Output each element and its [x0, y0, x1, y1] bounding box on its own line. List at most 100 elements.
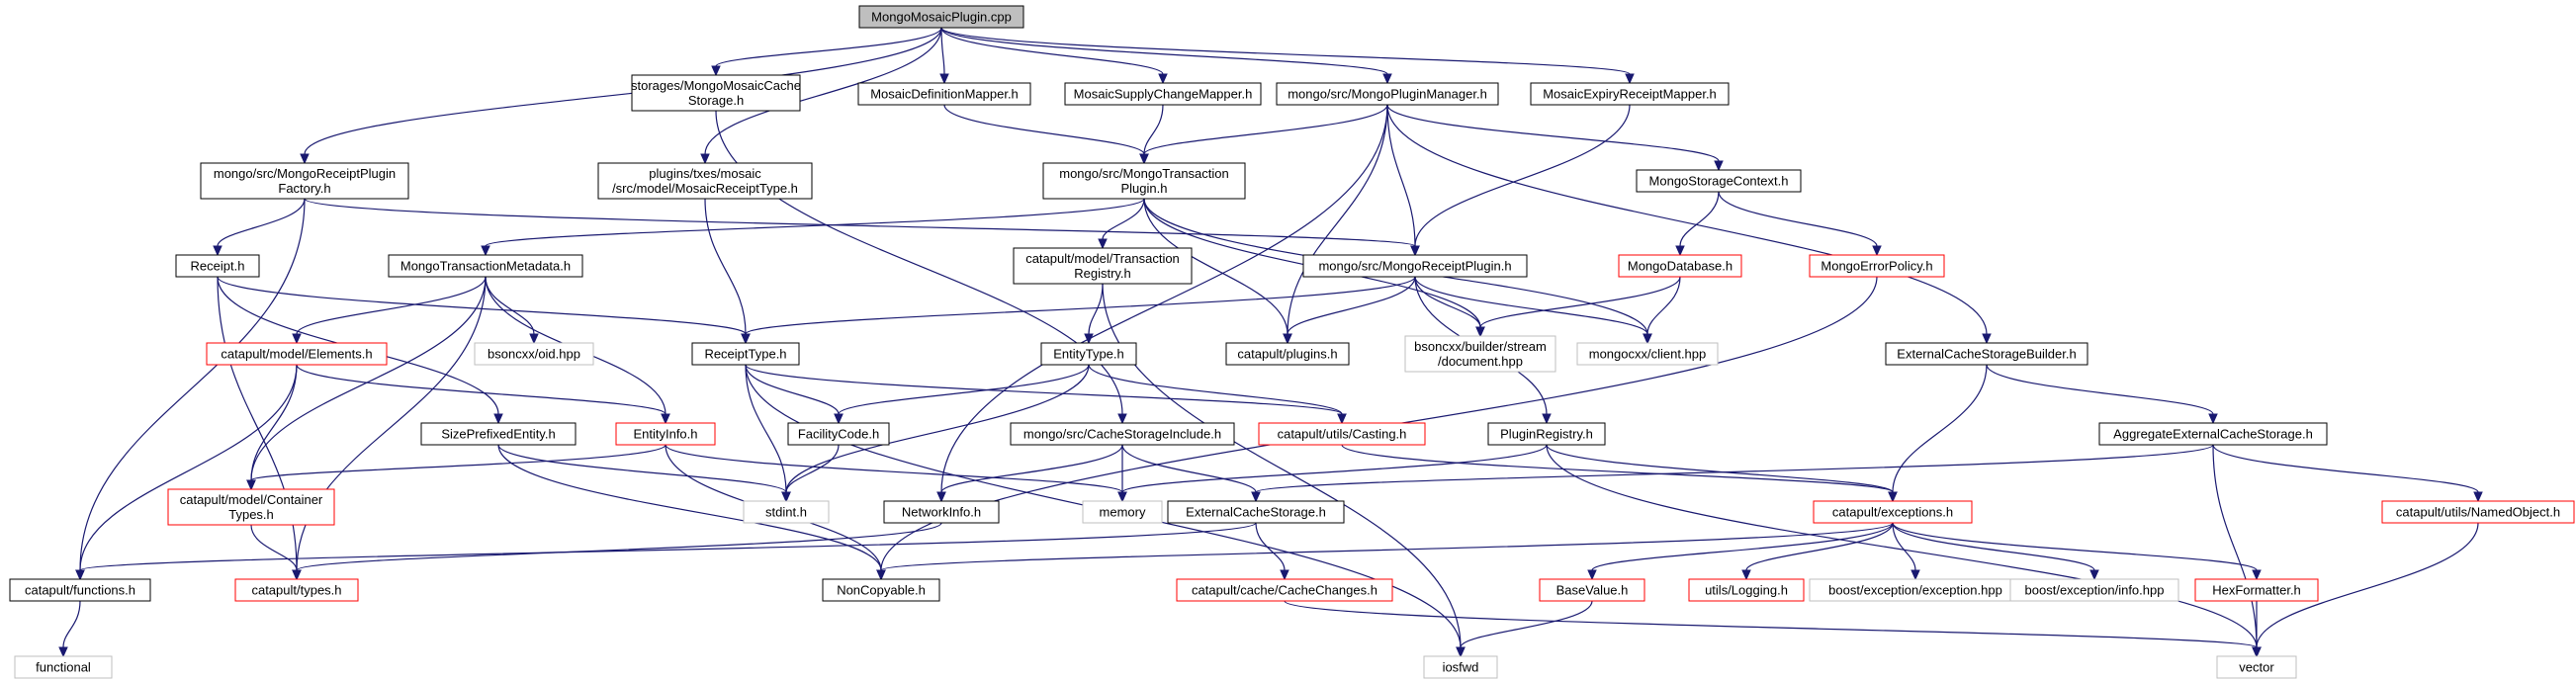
edge-functions-to-functional [62, 600, 81, 648]
edge-receipt_plugin-to-mongo_client [1414, 276, 1648, 335]
node-label: mongocxx/client.hpp [1589, 347, 1707, 362]
edge-receipt_plugin_factory-to-receipt_plugin [304, 198, 1416, 247]
edge-exceptions-to-hex_formatter [1892, 522, 2258, 571]
node-label: catapult/functions.h [25, 583, 135, 598]
node-box [1064, 82, 1262, 106]
node-box [1040, 342, 1137, 366]
node-label: mongo/src/MongoReceiptPlugin.h [1318, 259, 1511, 274]
node-ext-builder[interactable]: ExternalCacheStorageBuilder.h [1885, 342, 2088, 366]
node-box [1225, 342, 1350, 366]
node-size-prefixed[interactable]: SizePrefixedEntity.h [420, 422, 577, 446]
node-logging[interactable]: utils/Logging.h [1688, 578, 1805, 602]
edge-arrowhead [1139, 153, 1149, 165]
node-label: catapult/exceptions.h [1832, 505, 1953, 520]
edge-plugin_manager-to-receipt_plugin [1386, 104, 1416, 247]
edge-receipt_plugin-to-bson_doc [1414, 276, 1481, 328]
node-functions[interactable]: catapult/functions.h [9, 578, 151, 602]
node-ext-cache-storage[interactable]: ExternalCacheStorage.h [1167, 500, 1345, 524]
edge-elements-to-container_types [250, 364, 298, 481]
node-expiry-mapper[interactable]: MosaicExpiryReceiptMapper.h [1530, 82, 1730, 106]
node-label: catapult/model/Elements.h [221, 347, 372, 362]
edge-elements-to-entity_info [296, 364, 666, 415]
node-mosaic-receipt-type[interactable]: plugins/txes/mosaic/src/model/MosaicRece… [597, 162, 813, 200]
edge-arrowhead [1158, 73, 1168, 85]
edge-agg_ext_storage-to-named_object [2212, 444, 2479, 493]
edge-tx_metadata-to-elements [296, 276, 487, 335]
node-mongo-database[interactable]: MongoDatabase.h [1618, 254, 1742, 278]
node-label: boost/exception/info.hpp [2025, 583, 2165, 598]
edge-plugin_manager-to-plugins_h [1287, 104, 1388, 335]
node-label: catapult/utils/NamedObject.h [2396, 505, 2560, 520]
node-label: stdint.h [765, 505, 807, 520]
node-entity-info[interactable]: EntityInfo.h [615, 422, 716, 446]
edge-arrowhead [2473, 491, 2483, 503]
node-receipt-type[interactable]: ReceiptType.h [691, 342, 800, 366]
node-label: ExternalCacheStorage.h [1186, 505, 1326, 520]
edge-arrowhead [939, 73, 949, 85]
node-cache-storage-include[interactable]: mongo/src/CacheStorageInclude.h [1010, 422, 1235, 446]
edge-root-to-cache_storage [715, 27, 942, 67]
node-casting[interactable]: catapult/utils/Casting.h [1258, 422, 1426, 446]
node-memory: memory [1082, 500, 1163, 524]
node-hex-formatter[interactable]: HexFormatter.h [2194, 578, 2319, 602]
node-box [1539, 578, 1645, 602]
node-exceptions[interactable]: catapult/exceptions.h [1813, 500, 1973, 524]
node-named-object[interactable]: catapult/utils/NamedObject.h [2381, 500, 2575, 524]
node-def-mapper[interactable]: MosaicDefinitionMapper.h [857, 82, 1031, 106]
node-label: Types.h [228, 507, 274, 522]
edge-root-to-def_mapper [940, 27, 945, 75]
node-tx-metadata[interactable]: MongoTransactionMetadata.h [388, 254, 583, 278]
node-label: storages/MongoMosaicCache [631, 78, 801, 93]
node-facility-code[interactable]: FacilityCode.h [787, 422, 890, 446]
node-plugins-h[interactable]: catapult/plugins.h [1225, 342, 1350, 366]
node-box [2098, 422, 2328, 446]
node-network-info[interactable]: NetworkInfo.h [883, 500, 1000, 524]
node-types[interactable]: catapult/types.h [234, 578, 359, 602]
node-label: bsoncxx/oid.hpp [488, 347, 580, 362]
node-box [597, 162, 813, 200]
edge-arrowhead [936, 491, 946, 503]
edge-casting-to-exceptions [1341, 444, 1894, 493]
node-box [2194, 578, 2319, 602]
node-box [9, 578, 151, 602]
node-supply-mapper[interactable]: MosaicSupplyChangeMapper.h [1064, 82, 1262, 106]
node-stdint: stdint.h [743, 500, 830, 524]
node-entity-type[interactable]: EntityType.h [1040, 342, 1137, 366]
node-base-value[interactable]: BaseValue.h [1539, 578, 1645, 602]
node-bson-doc: bsoncxx/builder/stream/document.hpp [1404, 335, 1556, 373]
node-plugin-manager[interactable]: mongo/src/MongoPluginManager.h [1276, 82, 1499, 106]
node-box [822, 578, 940, 602]
node-label: HexFormatter.h [2212, 583, 2301, 598]
node-plugin-registry[interactable]: PluginRegistry.h [1487, 422, 1606, 446]
edge-exceptions-to-boost_info [1892, 522, 2095, 571]
node-label: catapult/cache/CacheChanges.h [1192, 583, 1377, 598]
node-box [1258, 422, 1426, 446]
node-error-policy[interactable]: MongoErrorPolicy.h [1809, 254, 1945, 278]
edge-cache_storage_include-to-network_info [940, 444, 1123, 493]
edge-receipt_plugin-to-receipt_type [745, 276, 1416, 335]
node-box [14, 655, 113, 679]
edge-arrowhead [292, 333, 302, 345]
node-noncopyable[interactable]: NonCopyable.h [822, 578, 940, 602]
node-label: BaseValue.h [1556, 583, 1629, 598]
edge-arrowhead [529, 333, 539, 345]
node-agg-ext-storage[interactable]: AggregateExternalCacheStorage.h [2098, 422, 2328, 446]
node-box [883, 500, 1000, 524]
node-storage-context[interactable]: MongoStorageContext.h [1636, 169, 1802, 193]
node-receipt-plugin[interactable]: mongo/src/MongoReceiptPlugin.h [1302, 254, 1528, 278]
edge-arrowhead [1982, 333, 1992, 345]
node-receipt-h[interactable]: Receipt.h [175, 254, 260, 278]
node-elements[interactable]: catapult/model/Elements.h [206, 342, 388, 366]
edge-layer [58, 27, 2483, 658]
node-box [1010, 422, 1235, 446]
node-label: mongo/src/MongoReceiptPlugin [214, 166, 396, 181]
node-label: /src/model/MosaicReceiptType.h [612, 181, 798, 196]
edge-tx_plugin-to-tx_metadata [485, 198, 1145, 247]
node-cache-changes[interactable]: catapult/cache/CacheChanges.h [1176, 578, 1393, 602]
